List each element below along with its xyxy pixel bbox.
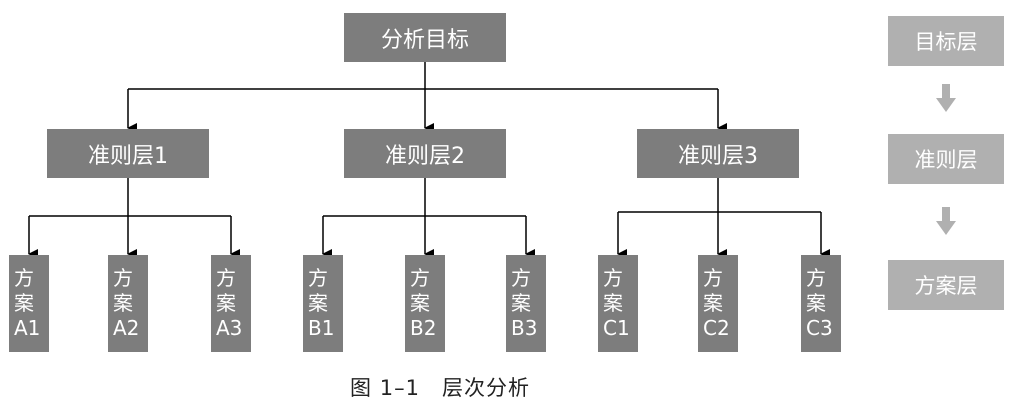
option-text: 案 [216,291,236,315]
option-id: B3 [511,316,538,340]
option-id: A3 [216,316,243,340]
option-node-b3: 方 案 B3 [506,255,546,352]
option-node-c1: 方 案 C1 [598,255,638,352]
option-text: 方 [703,266,723,290]
legend-goal-level: 目标层 [888,16,1004,66]
option-text: 方 [14,266,34,290]
option-text: 方 [603,266,623,290]
down-arrow-icon [936,207,956,235]
option-text: 方 [511,266,531,290]
option-text: 案 [308,291,328,315]
option-id: A1 [14,316,41,340]
figure-caption: 图 1–1 层次分析 [350,376,530,400]
option-id: B2 [410,316,437,340]
option-text: 方 [113,266,133,290]
option-text: 案 [703,291,723,315]
option-node-b1: 方 案 B1 [303,255,343,352]
option-text: 案 [511,291,531,315]
criteria-node-2: 准则层2 [344,129,506,178]
option-id: C2 [703,316,730,340]
option-text: 方 [216,266,236,290]
option-text: 案 [806,291,826,315]
option-node-a1: 方 案 A1 [9,255,49,352]
option-text: 案 [113,291,133,315]
option-node-b2: 方 案 B2 [405,255,445,352]
goal-node: 分析目标 [344,13,506,62]
option-id: C1 [603,316,630,340]
criteria-node-1: 准则层1 [47,129,209,178]
option-text: 方 [410,266,430,290]
option-text: 方 [806,266,826,290]
option-text: 方 [308,266,328,290]
legend-criteria-level: 准则层 [888,134,1004,184]
legend-option-level: 方案层 [888,260,1004,310]
down-arrow-icon [936,84,956,112]
option-text: 案 [410,291,430,315]
option-node-c2: 方 案 C2 [698,255,738,352]
option-id: A2 [113,316,140,340]
option-node-a2: 方 案 A2 [108,255,148,352]
option-text: 案 [14,291,34,315]
option-text: 案 [603,291,623,315]
option-id: B1 [308,316,335,340]
criteria-node-3: 准则层3 [637,129,799,178]
option-node-c3: 方 案 C3 [801,255,841,352]
option-id: C3 [806,316,833,340]
option-node-a3: 方 案 A3 [211,255,251,352]
